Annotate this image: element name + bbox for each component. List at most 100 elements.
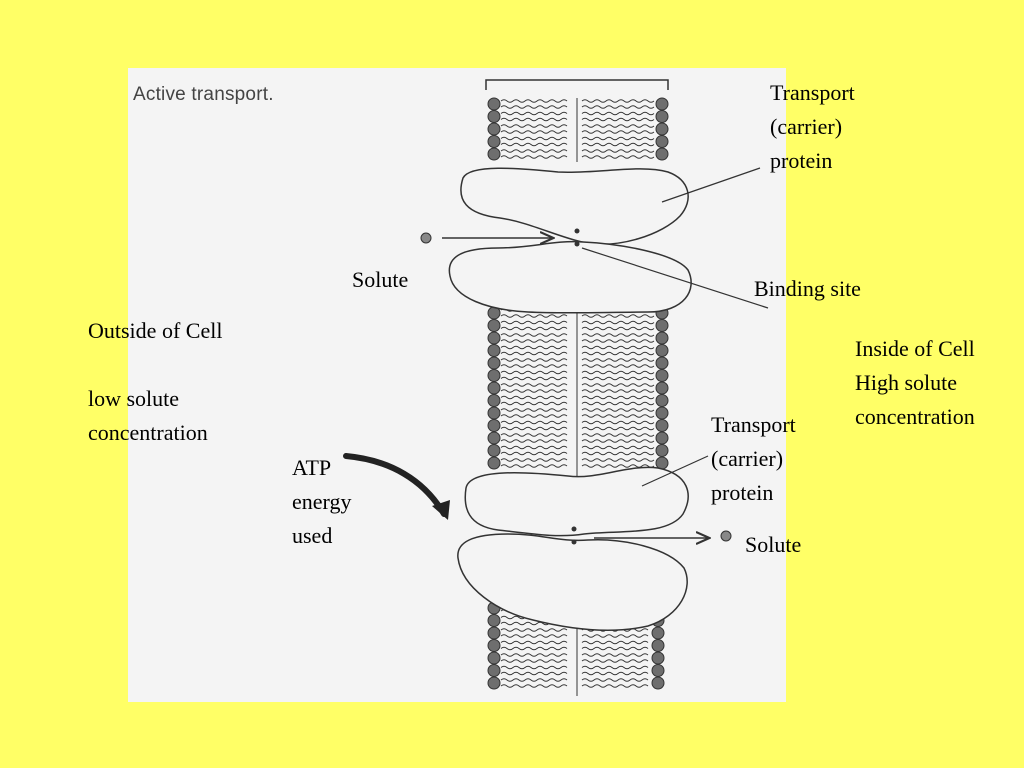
lipid-tail (500, 351, 568, 356)
lipid-tail (581, 155, 655, 159)
lipid-tail (500, 628, 568, 632)
lipid-tail (581, 320, 655, 325)
solute-particle-left (420, 232, 432, 244)
lipid-head (655, 122, 669, 136)
lipid-head (487, 614, 501, 627)
lipid-head (487, 331, 501, 345)
transport-protein-bottom-shape (457, 466, 689, 632)
binding-site-dots-top (574, 228, 580, 247)
lipid-tail (500, 320, 568, 325)
lipid-tail (500, 665, 568, 670)
inside-cell-label: Inside of Cell High solute concentration (855, 332, 975, 434)
lipid-tail (500, 646, 568, 651)
lipid-tail (500, 433, 568, 437)
lipid-tail (581, 458, 655, 462)
lipid-tail (581, 383, 655, 387)
lipid-head (487, 135, 501, 148)
lipid-head (655, 381, 669, 395)
lipid-tail (581, 326, 655, 331)
lipid-tail (500, 383, 568, 387)
lipid-head (487, 369, 501, 382)
lipid-head (487, 122, 501, 136)
lipid-tail (500, 426, 568, 431)
lipid-head (655, 344, 669, 357)
lipid-head (655, 147, 669, 161)
lipid-head (651, 651, 665, 665)
lipid-head (651, 639, 665, 652)
lipid-head (487, 406, 501, 420)
lipid-tail (581, 370, 655, 375)
lipid-tail (581, 433, 655, 437)
lipid-tail (500, 99, 568, 103)
lipid-tail (500, 339, 568, 343)
lipid-tail (581, 142, 655, 147)
lipid-tail (581, 130, 655, 134)
lipid-tail (500, 439, 568, 443)
lipid-tail (500, 105, 568, 109)
lipid-tail (500, 640, 568, 645)
lipid-tail (581, 439, 655, 443)
label-line: concentration (855, 404, 975, 429)
label-line: High solute (855, 370, 958, 395)
lipid-tail (500, 376, 568, 381)
atp-arrow (343, 453, 450, 520)
transport-protein-bottom-label: Transport (carrier) protein (711, 408, 796, 510)
lipid-tail (581, 105, 655, 109)
lipid-tail (500, 408, 568, 412)
label-line (88, 348, 222, 382)
solute-particle-right (720, 530, 732, 542)
lipid-head (487, 431, 501, 445)
lipid-tail (500, 420, 568, 425)
lipid-head (487, 356, 501, 370)
solute-right-label: Solute (745, 532, 802, 557)
lipid-head (655, 369, 669, 382)
lipid-tail (500, 451, 568, 456)
label-line: (carrier) (770, 114, 843, 139)
lipid-tail (500, 659, 568, 663)
lipid-head (487, 626, 501, 640)
lipid-tail (581, 426, 655, 431)
lipid-head (487, 639, 501, 652)
lipid-tail (500, 414, 568, 418)
lipid-tail (500, 364, 568, 368)
lipid-tail (581, 117, 655, 122)
lipid-head (487, 344, 501, 357)
lipid-tail (581, 364, 655, 368)
lipid-head (655, 394, 669, 407)
lipid-head (655, 331, 669, 345)
lipid-tail (581, 389, 655, 393)
lipid-head (655, 456, 669, 470)
lipid-head (651, 664, 665, 677)
lipid-tail (500, 130, 568, 134)
lipid-head (655, 356, 669, 370)
lipid-tail (500, 333, 568, 337)
lipid-tail (500, 395, 568, 400)
lipid-tail (581, 684, 649, 688)
membrane-diagram (343, 79, 769, 696)
diagram-panel (128, 68, 786, 702)
lipid-tail (500, 634, 568, 638)
lipid-head (655, 110, 669, 123)
lipid-head (655, 406, 669, 420)
lipid-tail (500, 314, 568, 318)
lipid-tail (500, 684, 568, 688)
label-line: Transport (770, 80, 855, 105)
lipid-tail (581, 408, 655, 412)
label-line: Outside of Cell (88, 318, 223, 343)
label-line: Inside of Cell (855, 336, 975, 361)
lipid-tail (500, 389, 568, 393)
lipid-tail (581, 678, 649, 682)
binding-site-dots-bottom (571, 526, 577, 545)
outside-cell-label: Outside of Cell low solute concentration (88, 314, 222, 450)
lipid-head (655, 135, 669, 148)
lipid-tail (500, 445, 568, 450)
lipid-tail (581, 124, 655, 128)
lipid-tail (500, 653, 568, 657)
lipid-tail (581, 136, 655, 141)
lipid-tail (500, 326, 568, 331)
lipid-tail (581, 333, 655, 337)
lipid-head (655, 319, 669, 332)
lipid-tail (500, 678, 568, 682)
lipid-tail (581, 339, 655, 343)
lipid-tail (581, 634, 649, 638)
